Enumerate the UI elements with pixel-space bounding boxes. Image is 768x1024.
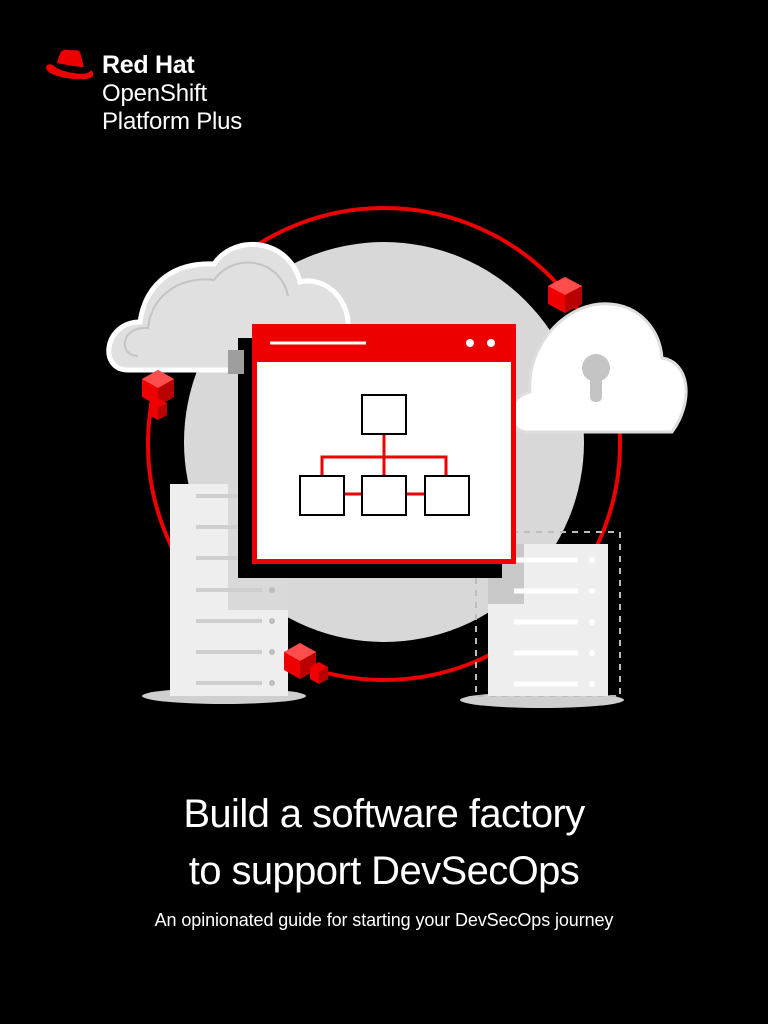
title-line-2: to support DevSecOps bbox=[188, 849, 580, 893]
title-line-1: Build a software factory bbox=[183, 792, 585, 836]
org-chart-icon bbox=[299, 394, 470, 516]
red-cube-icon bbox=[548, 277, 582, 313]
browser-window-icon bbox=[228, 324, 516, 578]
orbit-ring bbox=[146, 206, 622, 682]
red-cube-icon bbox=[284, 643, 328, 684]
locked-cloud-icon bbox=[509, 302, 688, 434]
document-title: Build a software factory to support DevS… bbox=[0, 786, 768, 900]
product-edition: Platform Plus bbox=[102, 108, 243, 135]
red-cube-icon bbox=[142, 370, 174, 420]
red-hat-icon bbox=[46, 49, 94, 80]
hero-illustration bbox=[106, 206, 688, 708]
product-name: OpenShift bbox=[102, 80, 207, 107]
lock-icon bbox=[582, 354, 610, 402]
red-hat-logo: Red Hat OpenShift Platform Plus bbox=[44, 46, 242, 134]
brand-name: Red Hat bbox=[102, 51, 195, 79]
document-subtitle: An opinionated guide for starting your D… bbox=[154, 910, 614, 930]
